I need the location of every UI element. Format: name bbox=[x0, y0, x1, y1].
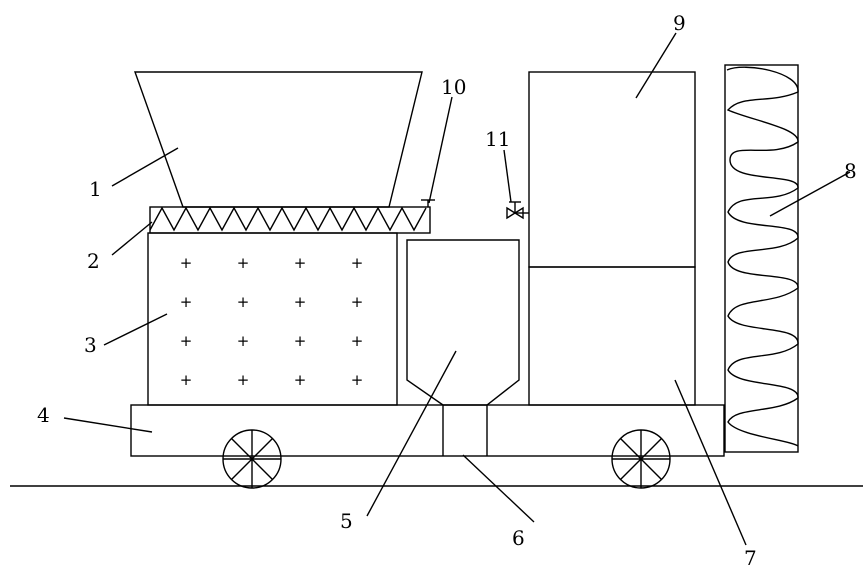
leader-2 bbox=[111, 221, 153, 256]
label-10: 10 bbox=[441, 75, 466, 99]
lower-chamber bbox=[528, 266, 696, 406]
heating-element-mark: + bbox=[351, 293, 364, 311]
leader-10 bbox=[428, 96, 453, 204]
leader-9 bbox=[635, 32, 677, 99]
leader-7 bbox=[674, 379, 747, 546]
heating-element-grid: + + + + + + + + + + + + + + + + bbox=[180, 254, 364, 389]
coil-element bbox=[726, 66, 799, 447]
wheel-left bbox=[222, 429, 282, 489]
heating-element-mark: + bbox=[294, 254, 307, 272]
label-2: 2 bbox=[87, 249, 100, 273]
heating-element-mark: + bbox=[180, 332, 193, 350]
leader-4 bbox=[63, 417, 153, 433]
leader-3 bbox=[103, 313, 168, 346]
wheel-right bbox=[611, 429, 671, 489]
label-9: 9 bbox=[673, 11, 686, 35]
leader-8 bbox=[769, 171, 851, 217]
heating-element-mark: + bbox=[180, 371, 193, 389]
label-4: 4 bbox=[37, 403, 50, 427]
leader-1 bbox=[111, 147, 179, 187]
heating-element-mark: + bbox=[237, 293, 250, 311]
heating-element-mark: + bbox=[180, 254, 193, 272]
valve-body-left bbox=[506, 206, 517, 220]
leader-6 bbox=[462, 454, 535, 523]
heating-element-mark: + bbox=[237, 254, 250, 272]
side-column bbox=[724, 64, 799, 453]
heating-element-mark: + bbox=[351, 254, 364, 272]
upper-chamber bbox=[528, 71, 696, 268]
valve-body-right bbox=[513, 206, 524, 220]
heating-element-mark: + bbox=[351, 332, 364, 350]
heating-element-mark: + bbox=[294, 293, 307, 311]
label-11: 11 bbox=[485, 127, 510, 151]
heating-element-mark: + bbox=[294, 332, 307, 350]
heating-element-mark: + bbox=[294, 371, 307, 389]
leader-11 bbox=[503, 149, 512, 203]
leader-5 bbox=[366, 350, 457, 517]
label-8: 8 bbox=[844, 159, 857, 183]
feed-hopper bbox=[134, 71, 423, 208]
label-6: 6 bbox=[512, 526, 525, 550]
heating-element-mark: + bbox=[237, 332, 250, 350]
label-5: 5 bbox=[340, 509, 353, 533]
label-3: 3 bbox=[84, 333, 97, 357]
collection-tank bbox=[406, 239, 520, 406]
heating-element-mark: + bbox=[180, 293, 193, 311]
heating-element-mark: + bbox=[237, 371, 250, 389]
screw-flight bbox=[149, 206, 427, 232]
label-7: 7 bbox=[744, 546, 757, 569]
heating-element-mark: + bbox=[351, 371, 364, 389]
label-1: 1 bbox=[89, 177, 102, 201]
